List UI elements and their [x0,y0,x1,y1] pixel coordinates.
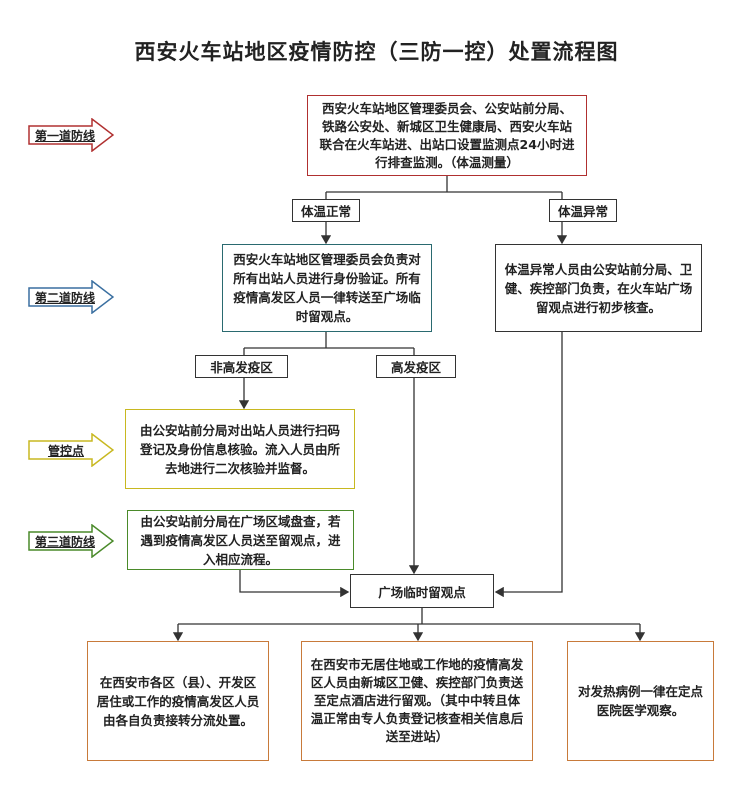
arrow-right-icon [28,523,115,559]
arrow-right-icon [28,117,115,153]
non-high-risk-zone-label: 非高发疫区 [195,355,288,378]
fever-hospital-box: 对发热病例一律在定点医院医学观察。 [567,641,714,761]
plaza-patrol-box: 由公安站前分局在广场区域盘查，若遇到疫情高发区人员送至留观点，进入相应流程。 [127,510,354,570]
control-point-label: 管控点 [47,443,84,458]
local-residents-box: 在西安市各区（县）、开发区居住或工作的疫情高发区人员由各自负责接转分流处置。 [87,641,269,761]
connector-abnormal-observe [494,332,563,598]
scan-register-box: 由公安站前分局对出站人员进行扫码登记及身份信息核验。流入人员由所去地进行二次核验… [125,409,355,489]
monitor-box: 西安火车站地区管理委员会、公安站前分局、铁路公安处、新城区卫生健康局、西安火车站… [307,95,587,176]
temp-normal-label: 体温正常 [292,199,360,222]
connector-patrol-observe [239,570,350,598]
identity-verify-box: 西安火车站地区管理委员会负责对所有出站人员进行身份验证。所有疫情高发区人员一律转… [222,244,432,332]
second-line-arrow [28,279,115,315]
temp-abnormal-label: 体温异常 [549,199,617,222]
hotel-observation-box: 在西安市无居住地或工作地的疫情高发区人员由新城区卫健、疾控部门负责送至定点酒店进… [301,641,533,761]
first-line-label: 第一道防线 [34,128,95,143]
third-line-arrow [28,523,115,559]
high-risk-zone-label: 高发疫区 [376,355,456,378]
plaza-observation-point: 广场临时留观点 [350,574,494,608]
second-line-label: 第二道防线 [34,290,95,305]
first-line-arrow [28,117,115,153]
third-line-label: 第三道防线 [34,534,95,549]
page-title: 西安火车站地区疫情防控（三防一控）处置流程图 [134,40,619,64]
control-point-arrow [28,432,115,468]
abnormal-check-box: 体温异常人员由公安站前分局、卫健、疾控部门负责，在火车站广场留观点进行初步核查。 [495,244,702,332]
arrow-right-icon [28,432,115,468]
arrow-right-icon [28,279,115,315]
